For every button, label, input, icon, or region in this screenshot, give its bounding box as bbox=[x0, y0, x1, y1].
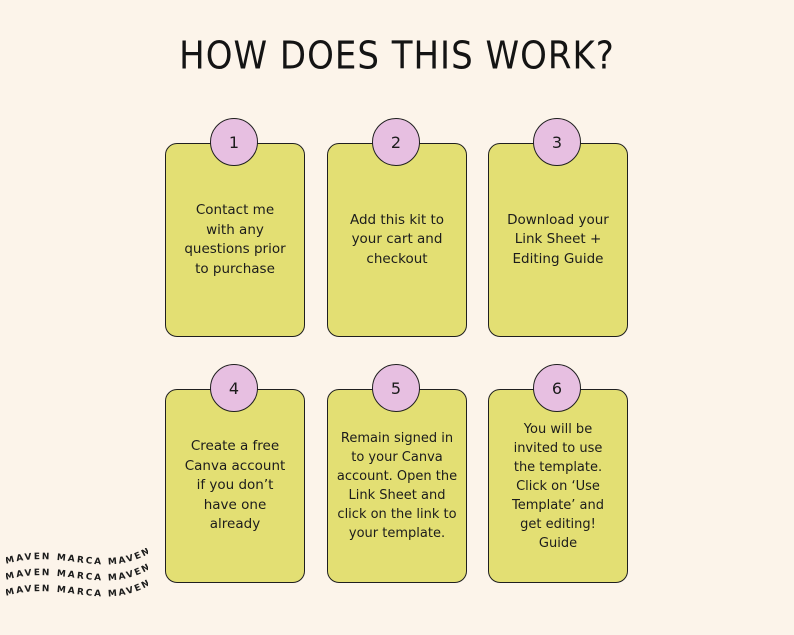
step-number-badge: 5 bbox=[372, 364, 420, 412]
step-card-3: Download your Link Sheet + Editing Guide… bbox=[488, 118, 628, 337]
brand-wave-text: MAVEN MARCA MAVEN MAVEN MARCA MAVEN MAVE… bbox=[6, 548, 148, 600]
step-card-6: You will be invited to use the template.… bbox=[488, 364, 628, 583]
step-card-5: Remain signed in to your Canva account. … bbox=[327, 364, 467, 583]
step-card-body: Remain signed in to your Canva account. … bbox=[327, 389, 467, 583]
step-number-badge: 6 bbox=[533, 364, 581, 412]
step-number-badge: 4 bbox=[210, 364, 258, 412]
step-card-4: Create a free Canva account if you don’t… bbox=[165, 364, 305, 583]
step-card-body: You will be invited to use the template.… bbox=[488, 389, 628, 583]
step-card-2: Add this kit to your cart and checkout 2 bbox=[327, 118, 467, 337]
step-number-badge: 3 bbox=[533, 118, 581, 166]
step-card-body: Download your Link Sheet + Editing Guide bbox=[488, 143, 628, 337]
page-title: HOW DOES THIS WORK? bbox=[179, 33, 615, 79]
step-text: Add this kit to your cart and checkout bbox=[349, 211, 445, 267]
brand-watermark: MAVEN MARCA MAVEN MAVEN MARCA MAVEN MAVE… bbox=[6, 548, 148, 608]
step-text: Remain signed in to your Canva account. … bbox=[336, 431, 458, 541]
brand-line-1: MAVEN MARCA MAVEN bbox=[6, 548, 148, 568]
step-text: Create a free Canva account if you don’t… bbox=[184, 438, 286, 533]
step-text: You will be invited to use the template.… bbox=[511, 421, 605, 551]
step-card-body: Contact me with any questions prior to p… bbox=[165, 143, 305, 337]
step-text: Contact me with any questions prior to p… bbox=[184, 202, 286, 277]
step-card-body: Add this kit to your cart and checkout bbox=[327, 143, 467, 337]
step-card-body: Create a free Canva account if you don’t… bbox=[165, 389, 305, 583]
step-number-badge: 2 bbox=[372, 118, 420, 166]
step-number-badge: 1 bbox=[210, 118, 258, 166]
step-text: Download your Link Sheet + Editing Guide bbox=[507, 211, 609, 267]
step-card-1: Contact me with any questions prior to p… bbox=[165, 118, 305, 337]
